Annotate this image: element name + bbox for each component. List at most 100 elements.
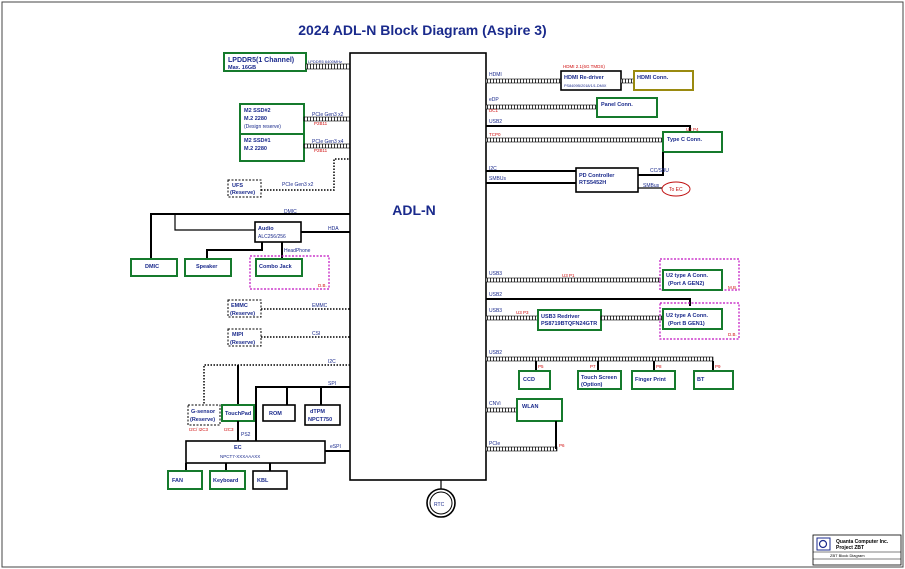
ufs-l1: UFS [232,183,243,189]
ufs-bus: PCIe Gen3 x2 [282,182,314,188]
fan-box [167,470,203,490]
ccd-box [518,370,551,390]
ssd1-bus: PCIe Gen3 x4 [312,139,344,145]
gsensor-box [187,404,221,426]
speaker-label: Speaker [196,264,218,270]
bt-box [693,370,734,390]
dtpm-l2: NPCT750 [308,417,332,423]
usb2-p9: P9 [715,364,721,369]
mipi-bus: CSI [312,331,320,337]
usb-a2-l1: U2 type A Conn. [666,273,709,279]
emmc-l1: EMMC [231,303,248,309]
audio-l2: ALC256/256 [258,234,286,240]
cpu-label: ADL-N [392,202,436,218]
typec-bus1: USB2 [489,119,502,125]
keyboard-label: Keyboard [213,478,238,484]
ec-espi-bus: eSPI [330,444,341,450]
ssd2-l1: M2 SSD#2 [244,108,271,114]
usb-a1-bus2: USB3 [489,308,502,314]
usb3-redriver-l1: USB3 Redriver [541,314,580,320]
emmc-box [227,299,262,318]
hdmi-bus: HDMI [489,72,502,78]
touchpad-ps2: PS2 [241,432,251,438]
gsensor-l2: (Reserve) [190,417,215,423]
rom-label: ROM [269,411,282,417]
usb-a1-l1: U2 type A Conn. [666,313,709,319]
ec-l2: NPCT7-XXXAAAXX [220,454,260,459]
bt-label: BT [697,377,705,383]
kbl-label: KBL [257,478,269,484]
ssd1-l2: M.2 2280 [244,146,267,152]
pd-smbus: SMBus [643,183,660,189]
footer-sheet: ZBT Block Diagram [830,553,865,558]
rtc-inner [429,491,453,515]
touchscreen-l1: Touch Screen [581,375,618,381]
pd-bus2: SMBUs [489,176,506,182]
hdmi-redriver-l2: PS8409B/2018/1/1.DMIX [564,84,607,88]
touchpad-bus: I2C3 [224,427,234,432]
edp-bus2: DC1 [489,108,498,113]
usb2-p8: P8 [656,364,662,369]
usb-a1-db-frame [659,302,740,340]
combo-label: Combo Jack [259,264,293,270]
dmic-label: DMIC [145,264,159,270]
typec-conn-box [662,131,723,153]
usb2-p5: P5 [538,364,544,369]
pd-l1: PD Controller [579,173,615,179]
hdmi-redriver-l1: HDMI Re-driver [564,75,605,81]
memory-bus: LPDDR5 6400MHz [308,59,342,64]
emmc-l2: (Reserve) [230,311,255,317]
footer-company: Quanta Computer Inc. [836,539,889,545]
wlan-bus1: CNVi [489,401,501,407]
usb-a2-l2: (Port A GEN2) [668,281,704,287]
fan-label: FAN [172,478,183,484]
memory-box [223,52,307,72]
usb-a1-tag: D.B. [728,332,737,337]
usb-a1-bus1: USB2 [489,292,502,298]
speaker-box [184,258,232,277]
ssd1-code: P2B11 [314,148,328,153]
usb-a2-mb-frame [659,258,740,291]
audio-dmic-bus: DMIC [284,209,297,215]
cpu-block [349,52,487,481]
ufs-box [227,179,262,198]
edp-bus: eDP [489,97,499,103]
wlan-bus2: PCIe [489,441,500,447]
audio-hda-bus: HDA [328,226,339,232]
emmc-bus: EMMC [312,303,328,309]
panel-conn-box [596,97,658,118]
kbl-box [252,470,288,490]
ssd2-bus: PCIe Gen3 x2 [312,112,344,118]
hdmi-conn-box [633,70,694,91]
gsensor-bus: I2C/ I2C3 [189,427,209,432]
pd-ccbus: CC/SBU [650,168,669,174]
usb-a2-bus: USB3 [489,271,502,277]
touchscreen-l2: (Option) [581,382,603,388]
to-ec-label: To EC [669,187,683,193]
ssd2-l3: (Design reserve) [244,124,281,130]
keyboard-box [209,470,246,490]
mipi-l2: (Reserve) [230,340,255,346]
usb-a2-box [662,269,723,291]
hdmi-conn-label: HDMI Conn. [637,75,669,81]
page-title: 2024 ADL-N Block Diagram (Aspire 3) [298,22,547,38]
ccd-label: CCD [523,377,535,383]
hdmi-note: HDMI 2.1(6G TMDS) [563,64,605,69]
pd-bus1: I2C [489,166,497,172]
rtc-label: RTC [434,502,445,508]
dmic-box [130,258,178,277]
dtpm-box [304,404,341,426]
usb-a1-code: U3 P3 [516,310,529,315]
headphone-label: HeadPhone [284,248,311,254]
to-ec-badge [661,181,691,197]
usb-a1-box [662,308,723,330]
ufs-l2: (Reserve) [230,190,255,196]
typec-bus2: TCP0 [489,132,501,137]
usb3-redriver-l2: PS8719BTQFN24GTR [541,321,597,327]
ec-box [185,440,326,464]
usb-a2-code: U3 P1 [562,273,575,278]
combo-db-frame [249,255,330,290]
usb-a1-l2: (Port B GEN1) [668,321,705,327]
